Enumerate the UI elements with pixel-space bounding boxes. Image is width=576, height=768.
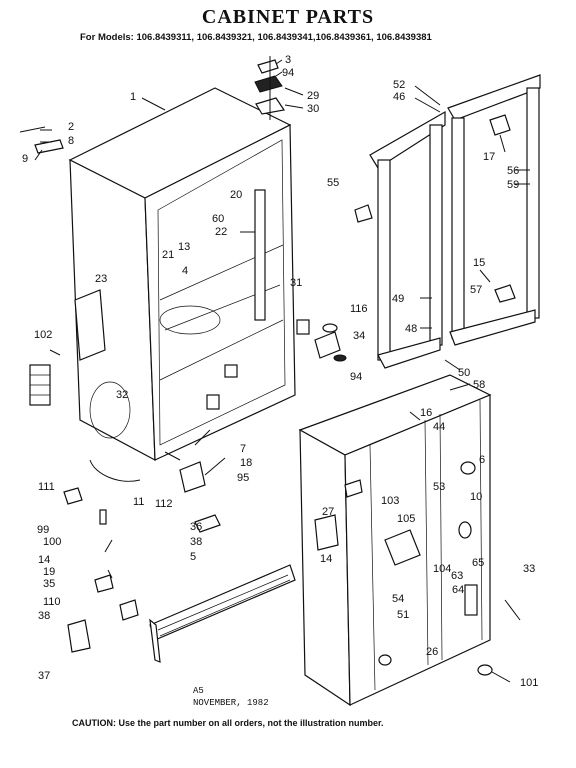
callout-38: 37 — [38, 670, 50, 682]
callout-102: 102 — [34, 329, 52, 341]
center-hinge-parts — [296, 319, 347, 362]
callout-29: 29 — [307, 90, 319, 102]
callout-44: 44 — [433, 421, 445, 433]
callout-3: 3 — [285, 54, 291, 66]
callout-4: 4 — [182, 265, 188, 277]
callout-104: 63 — [451, 570, 463, 582]
callout-48: 48 — [405, 323, 417, 335]
callout-54: 51 — [397, 609, 409, 621]
callout-16: 16 — [420, 407, 432, 419]
callout-111: 111 — [38, 481, 55, 493]
callout-31: 31 — [290, 277, 302, 289]
callout-13: 13 — [178, 241, 190, 253]
callout-55: 55 — [327, 177, 339, 189]
callout-60: 60 — [212, 213, 224, 225]
lower-left-parts — [63, 451, 296, 663]
leader-lines — [40, 59, 530, 683]
callout-100: 14 — [38, 554, 50, 566]
callout-14b: 103 — [381, 495, 399, 507]
footer-code: A5 — [193, 686, 204, 696]
callout-99: 100 — [43, 536, 61, 548]
callout-23: 23 — [95, 273, 107, 285]
callout-57: 57 — [470, 284, 482, 296]
callout-105: 54 — [392, 593, 404, 605]
page-title: CABINET PARTS — [201, 6, 375, 28]
callout-94: 94 — [282, 67, 294, 79]
control-parts-left — [29, 364, 51, 406]
callout-10: 27 — [322, 506, 334, 518]
clip-part-55 — [354, 204, 373, 223]
callout-17: 17 — [483, 151, 495, 163]
callout-116: 116 — [350, 303, 368, 315]
callout-52: 52 — [393, 79, 405, 91]
callout-95: 95 — [237, 472, 249, 484]
callout-30: 30 — [307, 103, 319, 115]
callout-58: 58 — [473, 379, 485, 391]
callout-51: 104 — [433, 563, 451, 575]
callout-38b: 5 — [190, 551, 196, 563]
callout-27: 14 — [320, 553, 332, 565]
callout-5: 6 — [479, 454, 485, 466]
callout-2: 2 — [68, 121, 74, 133]
callout-15: 15 — [473, 257, 485, 269]
callout-22: 22 — [215, 226, 227, 238]
callout-36: 38 — [190, 536, 202, 548]
callout-7: 7 — [240, 443, 246, 455]
top-hinge-parts — [254, 56, 286, 120]
callout-49: 49 — [392, 293, 404, 305]
caution-note: CAUTION: Use the part number on all orde… — [72, 718, 384, 728]
callout-46: 46 — [393, 91, 405, 103]
callout-56: 56 — [507, 165, 519, 177]
callout-9: 9 — [22, 153, 28, 165]
callout-65: 33 — [523, 563, 535, 575]
door-frame-right — [447, 74, 541, 346]
callout-63: 64 — [452, 584, 464, 596]
footer-date: NOVEMBER, 1982 — [193, 698, 269, 708]
callout-103: 105 — [397, 513, 415, 525]
callout-64: 65 — [472, 557, 484, 569]
callout-20: 20 — [230, 189, 242, 201]
cabinet-lower — [298, 374, 493, 707]
callout-8: 8 — [68, 135, 74, 147]
callout-35: 110 — [43, 596, 61, 608]
callout-59: 59 — [507, 179, 519, 191]
callout-50: 50 — [458, 367, 470, 379]
cabinet-shell — [68, 87, 296, 462]
callout-33: 26 — [426, 646, 438, 658]
callout-37: 36 — [190, 521, 202, 533]
callout-11: 11 — [133, 496, 144, 508]
callout-18: 18 — [240, 457, 252, 469]
callout-19: 35 — [43, 578, 55, 590]
callout-21: 21 — [162, 249, 174, 261]
callout-1: 1 — [130, 91, 136, 103]
callout-32: 32 — [116, 389, 128, 401]
callout-110: 38 — [38, 610, 50, 622]
callout-53: 10 — [470, 491, 482, 503]
callout-14: 19 — [43, 566, 55, 578]
callout-26: 101 — [520, 677, 538, 689]
callout-34: 34 — [353, 330, 365, 342]
callout-112: 112 — [155, 498, 173, 510]
callout-94b: 94 — [350, 371, 362, 383]
callout-6: 53 — [433, 481, 445, 493]
models-line: For Models: 106.8439311, 106.8439321, 10… — [80, 32, 432, 43]
callout-numbers: 1 2 8 9 3 94 29 30 52 46 17 56 59 55 20 … — [22, 54, 538, 689]
callout-112b: 99 — [37, 524, 49, 536]
door-frame-left — [369, 110, 446, 369]
